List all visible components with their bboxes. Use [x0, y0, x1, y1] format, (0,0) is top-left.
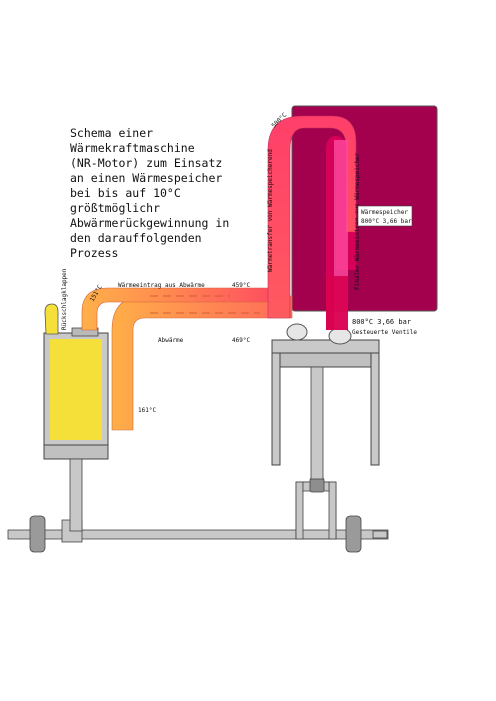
title-line: größtmöglichr [70, 201, 160, 215]
title-block: Schema einer Wärmekraftmaschine (NR-Moto… [70, 126, 229, 260]
storage-info-box: Wärmespeicher 800°C 3,66 bar [357, 205, 413, 227]
title-line: Wärmekraftmaschine [70, 141, 195, 155]
title-line: Abwärmerückgewinnung in [70, 216, 229, 230]
title-line: an einen Wärmespeicher [70, 171, 222, 185]
title-line: Prozess [70, 246, 118, 260]
outlet-conditions-label: 800°C 3,66 bar [352, 318, 411, 326]
check-valve-stub [44, 303, 59, 335]
waste-heat-label: Abwärme [158, 337, 184, 344]
heat-input-label: Wärmeeintrag aus Abwärme [118, 282, 205, 289]
title-line: (NR-Motor) zum Einsatz [70, 156, 222, 170]
title-line: bei bis auf 10°C [70, 186, 181, 200]
controlled-valves-label: Gesteuerte Ventile [352, 329, 417, 336]
heat-transfer-label: Wärmetransfer von Wärmespeicherend [267, 149, 274, 272]
storage-conditions: 800°C 3,66 bar [361, 218, 412, 225]
check-valves-label: Rückschlagklappen [61, 268, 68, 330]
right-cylinder [271, 323, 380, 480]
left-cylinder [43, 327, 109, 532]
title-line: Schema einer [70, 126, 153, 140]
storage-title: Wärmespeicher [361, 209, 408, 216]
title-line: den darauffolgenden [70, 231, 202, 245]
crankshaft [7, 477, 389, 553]
final-heat-label: Finaler Wärmeeintrag aus Wärmespeicher [354, 152, 361, 290]
temp-469-label: 469°C [232, 337, 250, 344]
temp-459-label: 459°C [232, 282, 250, 289]
temp-161-label: 161°C [138, 407, 156, 414]
